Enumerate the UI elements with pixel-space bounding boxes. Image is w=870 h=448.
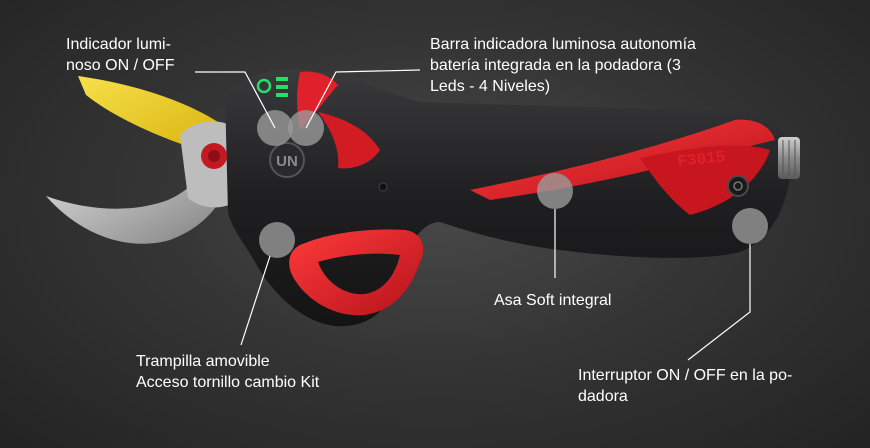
label-battery-bar-line-3: Leds - 4 Niveles): [430, 78, 551, 95]
head-red-swoosh: [318, 112, 380, 169]
label-on-off-line-1: Indicador lumi-: [66, 36, 171, 53]
brand-logo-text: UN: [276, 153, 298, 170]
callout-line-on-off: [195, 71, 276, 129]
lower-blade-steel: [46, 140, 235, 244]
battery-led-bar-3: [276, 93, 288, 97]
pruner-body: [225, 69, 791, 327]
label-soft-grip: Asa Soft integral: [494, 290, 611, 311]
label-hatch-line-1: Trampilla amovible: [136, 353, 270, 370]
label-power-switch-line-1: Interruptor ON / OFF en la po-: [578, 367, 793, 384]
label-hatch-line-2: Acceso tornillo cambio Kit: [136, 374, 320, 391]
marker-soft-grip: [537, 173, 573, 209]
power-button: [727, 175, 749, 197]
body-screw: [378, 182, 388, 192]
marker-removable-hatch: [259, 222, 295, 258]
label-power-switch: Interruptor ON / OFF en la po- dadora: [578, 365, 792, 407]
label-on-off-line-2: noso ON / OFF: [66, 57, 175, 74]
power-led-icon: [256, 78, 272, 94]
callout-line-power-switch: [687, 244, 751, 361]
label-soft-grip-line-1: Asa Soft integral: [494, 292, 612, 309]
callout-line-battery-bar: [305, 69, 421, 129]
handle-red-lower-stripe: [640, 145, 770, 215]
label-power-switch-line-2: dadora: [578, 388, 628, 405]
model-label: F3015: [677, 148, 727, 171]
trigger-guard: [289, 229, 424, 316]
label-on-off-indicator: Indicador lumi- noso ON / OFF: [66, 34, 174, 76]
battery-led-bar-2: [276, 85, 288, 89]
label-battery-bar: Barra indicadora luminosa autonomía bate…: [430, 34, 696, 97]
brand-logo-emblem: [269, 142, 305, 178]
battery-led-bar-1: [276, 77, 288, 81]
callout-line-hatch: [240, 255, 271, 346]
label-removable-hatch: Trampilla amovible Acceso tornillo cambi…: [136, 351, 319, 393]
label-battery-bar-line-2: batería integrada en la podadora (3: [430, 57, 681, 74]
label-battery-bar-line-1: Barra indicadora luminosa autonomía: [430, 36, 696, 53]
marker-power-switch: [732, 208, 768, 244]
